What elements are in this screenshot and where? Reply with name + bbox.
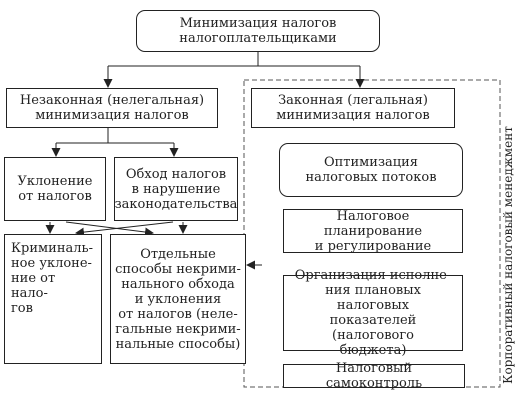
criminal-evasion-box: Криминаль- ное уклоне- ние от нало- гов <box>4 234 102 364</box>
noncriminal-methods-box: Отдельные способы некрими- нального обхо… <box>110 234 246 364</box>
connector-root-split <box>108 52 360 67</box>
tax-flow-optimization-box: Оптимизация налоговых потоков <box>279 143 463 197</box>
arrow-evasion-to-noncriminal <box>65 221 154 237</box>
tax-selfcontrol-box: Налоговый самоконтроль <box>283 361 465 391</box>
arrow-avoidance-to-criminal <box>75 221 174 237</box>
tax-planning-box: Налоговое планирование и регулирование <box>283 208 463 254</box>
legal-minimization-label: Законная (легальная) минимизация налогов <box>276 93 430 123</box>
tax-flow-optimization-label: Оптимизация налоговых потоков <box>305 155 437 185</box>
legal-minimization-box: Законная (легальная) минимизация налогов <box>251 88 455 128</box>
tax-selfcontrol-label: Налоговый самоконтроль <box>325 361 423 391</box>
plan-execution-box: Организация исполне- ния плановых налого… <box>283 268 463 358</box>
corporate-tax-management-label: Корпоративный налоговый менеджмент <box>497 126 519 384</box>
noncriminal-methods-label: Отдельные способы некрими- нального обхо… <box>115 246 241 352</box>
tax-avoidance-label: Обход налогов в нарушение законодательст… <box>114 166 238 212</box>
root-box: Минимизация налогов налогоплательщиками <box>136 10 380 52</box>
criminal-evasion-label: Криминаль- ное уклоне- ние от нало- гов <box>11 241 93 316</box>
root-label: Минимизация налогов налогоплательщиками <box>179 16 337 46</box>
illegal-minimization-label: Незаконная (нелегальная) минимизация нал… <box>19 93 205 123</box>
plan-execution-label: Организация исполне- ния плановых налого… <box>294 268 452 358</box>
illegal-minimization-box: Незаконная (нелегальная) минимизация нал… <box>6 88 218 128</box>
connector-illegal-split <box>56 128 174 144</box>
tax-evasion-label: Уклонение от налогов <box>17 174 93 204</box>
tax-planning-label: Налоговое планирование и регулирование <box>314 208 432 254</box>
tax-evasion-box: Уклонение от налогов <box>4 157 106 221</box>
corporate-tax-management-text: Корпоративный налоговый менеджмент <box>501 126 516 384</box>
tax-avoidance-box: Обход налогов в нарушение законодательст… <box>114 157 238 221</box>
